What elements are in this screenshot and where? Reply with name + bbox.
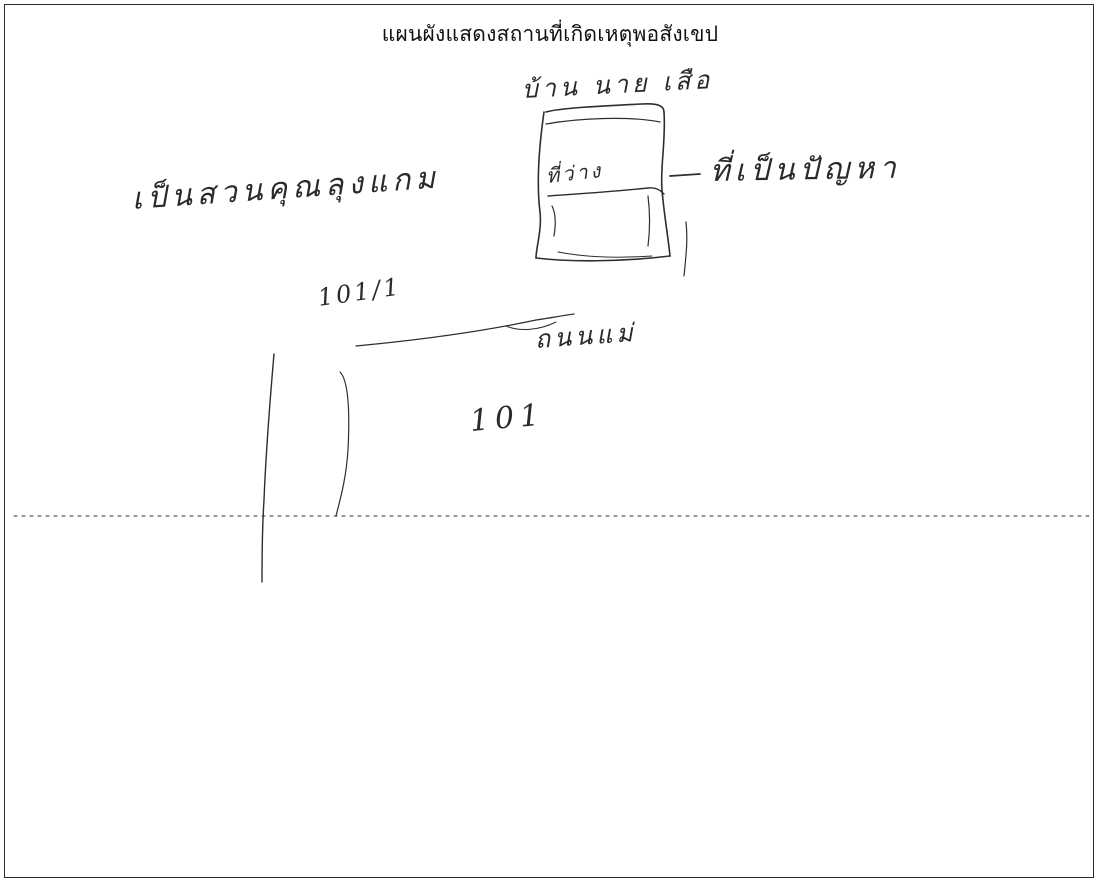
handwritten-road-label: ถนนแม่	[533, 317, 638, 354]
document-frame	[4, 4, 1094, 878]
page-title: แผนผังแสดงสถานที่เกิดเหตุพอสังเขป	[381, 22, 719, 46]
house-number-101: 101	[468, 397, 547, 439]
handwritten-right-label: ที่เป็นปัญหา	[709, 150, 902, 189]
leader-line	[669, 173, 701, 177]
road-boundary-lines	[261, 313, 575, 583]
handwritten-box-label: ที่ว่าง	[544, 158, 605, 188]
plot-box-drawing	[535, 103, 688, 277]
